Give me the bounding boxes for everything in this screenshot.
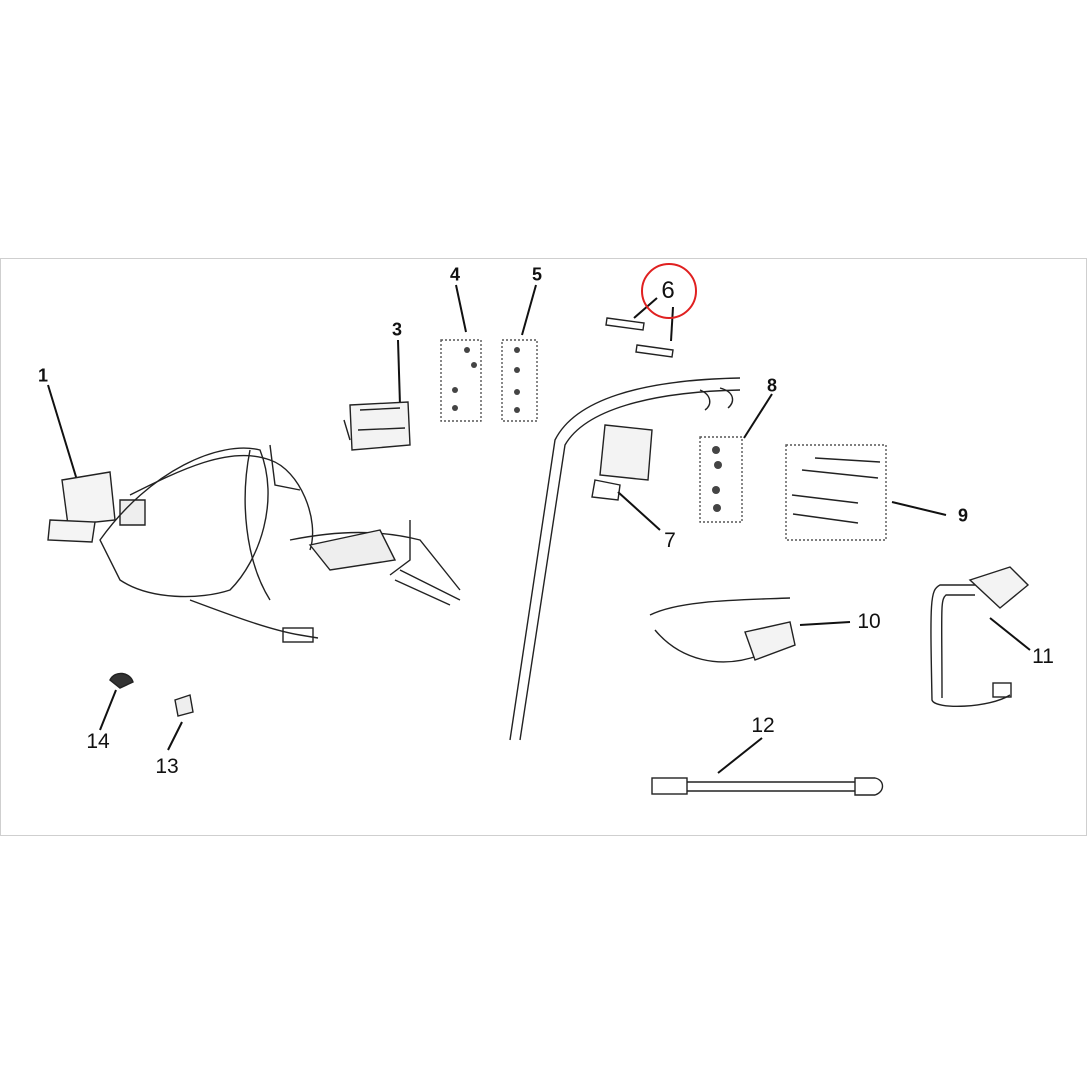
part-11-switch-loop	[930, 566, 1030, 708]
label-14: 14	[86, 730, 110, 753]
hardware-kits	[440, 339, 887, 541]
label-13: 13	[155, 755, 179, 778]
part-9-bolts	[791, 457, 881, 524]
highlight-circle	[641, 263, 697, 319]
label-6: 6	[661, 277, 675, 304]
label-9: 9	[957, 505, 969, 526]
part-7-handlebar-harness	[509, 377, 741, 741]
label-11: 11	[1032, 645, 1054, 668]
label-12: 12	[751, 714, 775, 737]
part-10-switch-cable	[649, 597, 796, 663]
label-4: 4	[449, 264, 461, 285]
small-clips	[109, 672, 194, 717]
part-12-cable	[651, 777, 884, 796]
leader-lines	[47, 284, 1031, 774]
label-1: 1	[37, 365, 49, 386]
label-5: 5	[531, 264, 543, 285]
diagram-frame	[0, 258, 1087, 836]
label-3: 3	[391, 319, 403, 340]
part-1-wiring-harness	[47, 444, 461, 643]
screws	[452, 347, 722, 512]
part-6-strips	[605, 317, 674, 358]
label-10: 10	[857, 610, 881, 633]
part-3-bracket	[343, 401, 411, 451]
label-8: 8	[766, 375, 778, 396]
label-7: 7	[664, 529, 676, 552]
